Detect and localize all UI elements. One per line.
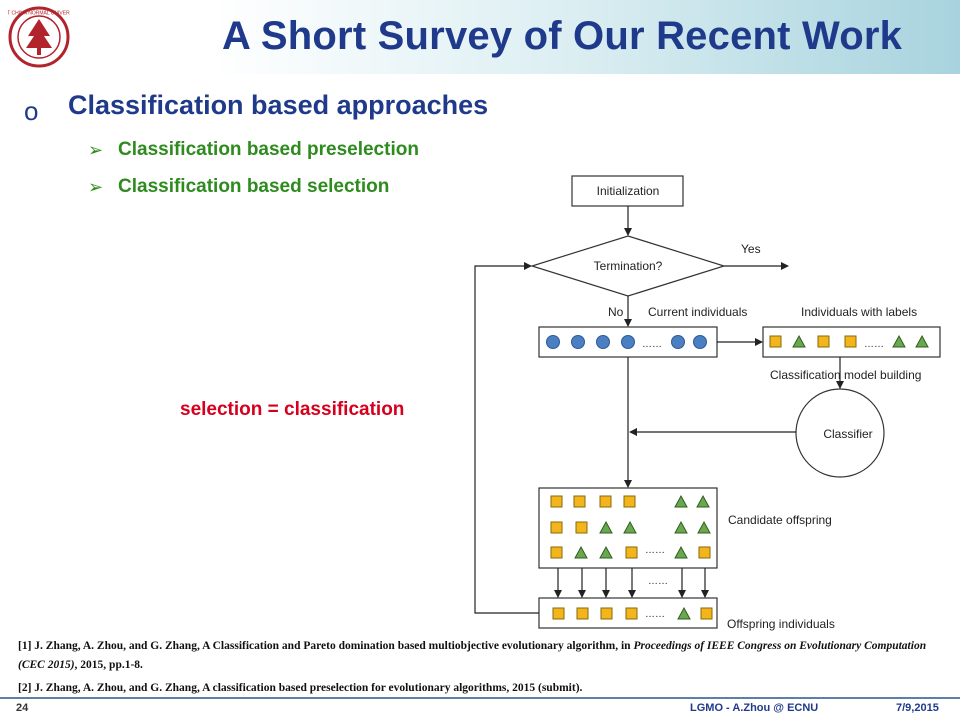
svg-text:EAST CHINA NORMAL UNIVERSITY: EAST CHINA NORMAL UNIVERSITY	[8, 11, 70, 17]
ellipsis: ……	[645, 609, 665, 620]
reference-1-pages: , 2015, pp.1-8.	[74, 659, 143, 671]
header-band	[0, 0, 960, 74]
selection-equals-classification: selection = classification	[180, 399, 405, 420]
page-number: 24	[16, 702, 29, 714]
candidate-triangle	[599, 520, 613, 534]
offspring-triangle	[677, 606, 691, 620]
label-triangle	[892, 334, 906, 348]
individual-circle	[546, 335, 560, 349]
footer-divider	[0, 697, 960, 699]
current-individuals-label: Current individuals	[648, 305, 747, 319]
sub-bullet-preselection: Classification based preselection	[118, 139, 419, 160]
slide-title: A Short Survey of Our Recent Work	[222, 14, 903, 58]
footer-date: 7/9,2015	[896, 702, 939, 714]
main-bullet: Classification based approaches	[68, 90, 489, 120]
individual-circle	[571, 335, 585, 349]
label-square	[769, 335, 782, 348]
classifier-label: Classifier	[823, 427, 872, 441]
candidate-square	[550, 521, 563, 534]
offspring-square	[552, 607, 565, 620]
individual-circle	[693, 335, 707, 349]
reference-1-authors: [1] J. Zhang, A. Zhou, and G. Zhang, A C…	[18, 640, 634, 652]
offspring-square	[576, 607, 589, 620]
ellipsis: ……	[645, 545, 665, 556]
footer-center: LGMO - A.Zhou @ ECNU	[690, 702, 819, 714]
initialization-box	[571, 175, 684, 207]
label-square	[817, 335, 830, 348]
candidate-triangle	[599, 545, 613, 559]
candidate-triangle	[697, 520, 711, 534]
initialization-label: Initialization	[597, 184, 660, 198]
arrow-bullet-icon: ➢	[88, 140, 104, 160]
candidate-offspring-label: Candidate offspring	[728, 513, 832, 527]
candidate-triangle	[696, 494, 710, 508]
yes-label: Yes	[741, 242, 761, 256]
classifier-circle	[795, 388, 885, 478]
reference-1: [1] J. Zhang, A. Zhou, and G. Zhang, A C…	[18, 637, 948, 675]
offspring-individuals-label: Offspring individuals	[727, 617, 835, 631]
bullet-circle-icon: o	[24, 96, 39, 126]
offspring-square	[600, 607, 613, 620]
individual-circle	[596, 335, 610, 349]
candidate-square	[575, 521, 588, 534]
candidate-square	[698, 546, 711, 559]
ellipsis: ……	[648, 576, 668, 587]
candidate-triangle	[674, 545, 688, 559]
candidate-triangle	[623, 520, 637, 534]
candidate-triangle	[574, 545, 588, 559]
candidate-triangle	[674, 494, 688, 508]
reference-1-venue: Proceedings of IEEE Congress on Evolutio…	[18, 640, 927, 671]
offspring-square	[700, 607, 713, 620]
university-logo: EAST CHINA NORMAL UNIVERSITY	[8, 6, 70, 68]
label-triangle	[915, 334, 929, 348]
labeled-individuals-label: Individuals with labels	[801, 305, 917, 319]
label-square	[844, 335, 857, 348]
candidate-square	[550, 495, 563, 508]
individual-circle	[671, 335, 685, 349]
candidate-square	[625, 546, 638, 559]
references: [1] J. Zhang, A. Zhou, and G. Zhang, A C…	[18, 637, 948, 698]
candidate-square	[599, 495, 612, 508]
ellipsis: ……	[642, 339, 662, 350]
arrow-bullet-icon: ➢	[88, 177, 104, 197]
ellipsis: ……	[864, 339, 884, 350]
no-label: No	[608, 305, 624, 319]
candidate-square	[573, 495, 586, 508]
individual-circle	[621, 335, 635, 349]
candidate-square	[623, 495, 636, 508]
model-building-label: Classification model building	[770, 368, 921, 382]
candidate-triangle	[674, 520, 688, 534]
reference-2: [2] J. Zhang, A. Zhou, and G. Zhang, A c…	[18, 682, 583, 694]
offspring-square	[625, 607, 638, 620]
sub-bullet-selection: Classification based selection	[118, 176, 390, 197]
termination-label: Termination?	[594, 259, 663, 273]
candidate-square	[550, 546, 563, 559]
label-triangle	[792, 334, 806, 348]
